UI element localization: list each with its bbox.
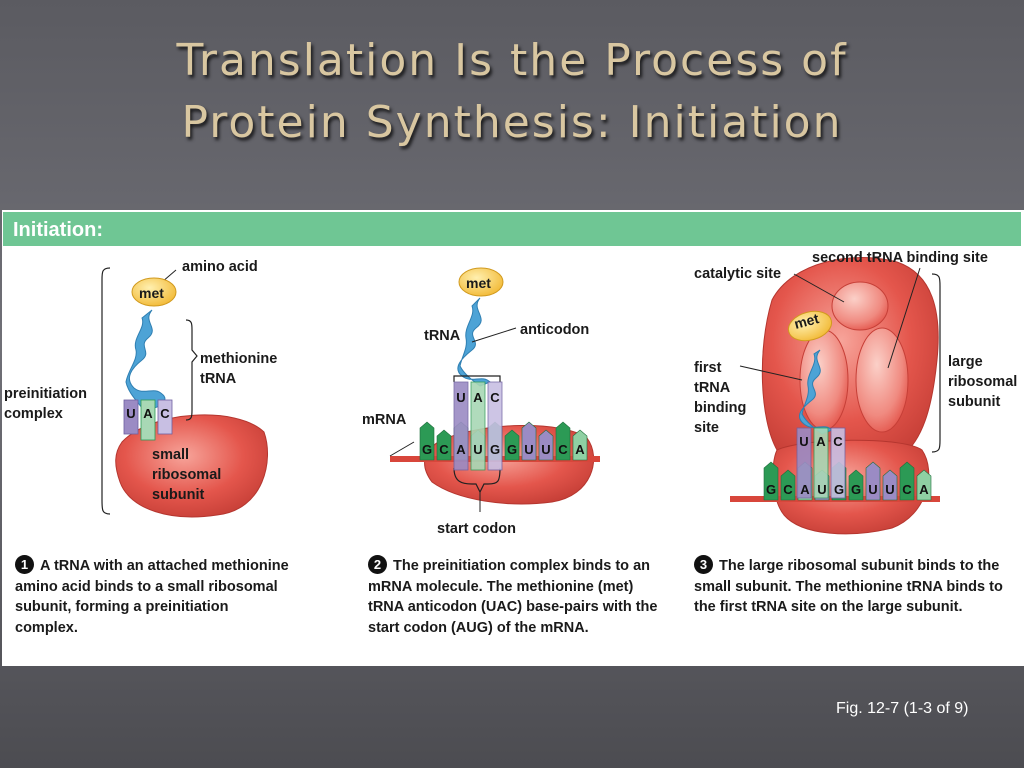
figure-reference: Fig. 12-7 (1-3 of 9) <box>836 700 969 717</box>
mrna-base-letter-stage2: C <box>558 442 568 457</box>
label-start-codon: start codon <box>437 521 516 537</box>
mrna-base-letter-stage2: G <box>422 442 432 457</box>
mrna-base-stage2 <box>538 429 554 461</box>
label-small-subunit: small ribosomal subunit <box>152 447 222 503</box>
methionine-trna-bracket <box>185 319 198 421</box>
mrna-base-stage2 <box>555 421 571 461</box>
anticodon-letter-stage3: C <box>833 434 843 449</box>
mrna-base-letter-stage3: A <box>800 482 810 497</box>
mrna-base-letter-stage3: A <box>919 482 929 497</box>
anticodon-letter-stage3: U <box>799 434 808 449</box>
mrna-base-letter-stage3: G <box>834 482 844 497</box>
trna-2 <box>457 297 491 387</box>
anticodon-letter-stage2: C <box>490 390 500 405</box>
label-catalytic-site: catalytic site <box>694 266 782 282</box>
trna-3 <box>799 349 833 435</box>
label-preinitiation-complex: preinitiation complex <box>4 386 87 422</box>
anticodon-letters-overlays <box>453 381 846 499</box>
caption-text-1: A tRNA with an attached methionine amino… <box>15 558 289 636</box>
anticodon-letter-stage1: C <box>160 406 170 421</box>
mrna-base-stage3 <box>882 469 898 501</box>
step-badge-2: 2 <box>368 555 387 574</box>
anticodon-letter-stage2: U <box>456 390 465 405</box>
mrna-base-stage2 <box>436 429 452 461</box>
caption-text-3: The large ribosomal subunit binds to the… <box>694 558 1003 615</box>
mrna-base-letter-stage2: A <box>456 442 466 457</box>
anticodon-bracket-2 <box>453 375 501 382</box>
mrna-base-stage2 <box>419 421 435 461</box>
trna-1 <box>125 309 166 409</box>
label-methionine-trna: methionine tRNA <box>200 351 278 387</box>
anticodon-letter-stage1: U <box>126 406 135 421</box>
anticodon-letter-stage2: A <box>473 390 483 405</box>
header-bar: Initiation: <box>3 212 1021 246</box>
mrna-base-stage3 <box>865 461 881 501</box>
first-trna-binding-site <box>799 329 849 431</box>
mrna-base-letter-stage3: U <box>817 482 826 497</box>
met-1 <box>131 277 177 307</box>
mrna-base-stage2 <box>572 429 588 461</box>
mrna-base-letter-stage2: A <box>575 442 585 457</box>
catalytic-site <box>831 281 889 331</box>
mrna-base-letter-stage2: C <box>439 442 449 457</box>
label-mrna: mRNA <box>362 412 407 428</box>
label-met-1: met <box>139 285 164 301</box>
mrna-base-letter-stage3: U <box>868 482 877 497</box>
stage-1-diagram <box>101 267 268 518</box>
mrna-base-letter-stage3: G <box>766 482 776 497</box>
label-large-subunit: large ribosomal subunit <box>948 354 1018 410</box>
slide-title: Translation Is the Process of Protein Sy… <box>0 30 1024 154</box>
small-ribosomal-subunit-1 <box>115 414 268 518</box>
mrna-base-stage2 <box>521 421 537 461</box>
mrna-base-letter-stage3: U <box>885 482 894 497</box>
mrna-base-letter-stage3: C <box>783 482 793 497</box>
title-line-1: Translation Is the Process of <box>176 35 848 86</box>
label-met-2: met <box>466 275 491 291</box>
mrna-base-stage3 <box>848 469 864 501</box>
mrna-base-letter-stage2: G <box>507 442 517 457</box>
mrna-base-letter-stage2: U <box>524 442 533 457</box>
mrna-base-stage3 <box>763 461 779 501</box>
mrna-base-letter-stage2: U <box>541 442 550 457</box>
mrna-base-stage3 <box>916 469 932 501</box>
label-first-trna-site: first tRNA binding site <box>694 360 747 436</box>
met-2 <box>458 267 504 297</box>
met-3 <box>787 310 833 342</box>
preinitiation-bracket <box>101 267 111 515</box>
step-badge-3: 3 <box>694 555 713 574</box>
figure-panel: Initiation: <box>2 210 1024 666</box>
mrna-base-letter-stage3: C <box>902 482 912 497</box>
mrna-base-letter-stage2: G <box>490 442 500 457</box>
label-anticodon: anticodon <box>520 322 590 338</box>
caption-text-2: The preinitiation complex binds to an mR… <box>368 558 658 636</box>
mrna-base-stage3 <box>899 461 915 501</box>
mrna-base-stage2 <box>504 429 520 461</box>
step-badge-1: 1 <box>15 555 34 574</box>
mrna-base-stage3 <box>780 469 796 501</box>
label-amino-acid: amino acid <box>182 259 258 275</box>
label-second-trna-site: second tRNA binding site <box>812 250 988 266</box>
mrna-base-letter-stage2: U <box>473 442 482 457</box>
title-line-2: Protein Synthesis: Initiation <box>181 97 843 148</box>
anticodon-letter-stage1: A <box>143 406 153 421</box>
anticodon-letter-stage3: A <box>816 434 826 449</box>
anticodon-bases-1 <box>123 399 173 441</box>
large-subunit-bracket <box>931 273 941 453</box>
header-label: Initiation: <box>13 219 103 241</box>
label-trna: tRNA <box>424 328 461 344</box>
second-trna-binding-site <box>855 327 909 433</box>
mrna-base-letter-stage3: G <box>851 482 861 497</box>
